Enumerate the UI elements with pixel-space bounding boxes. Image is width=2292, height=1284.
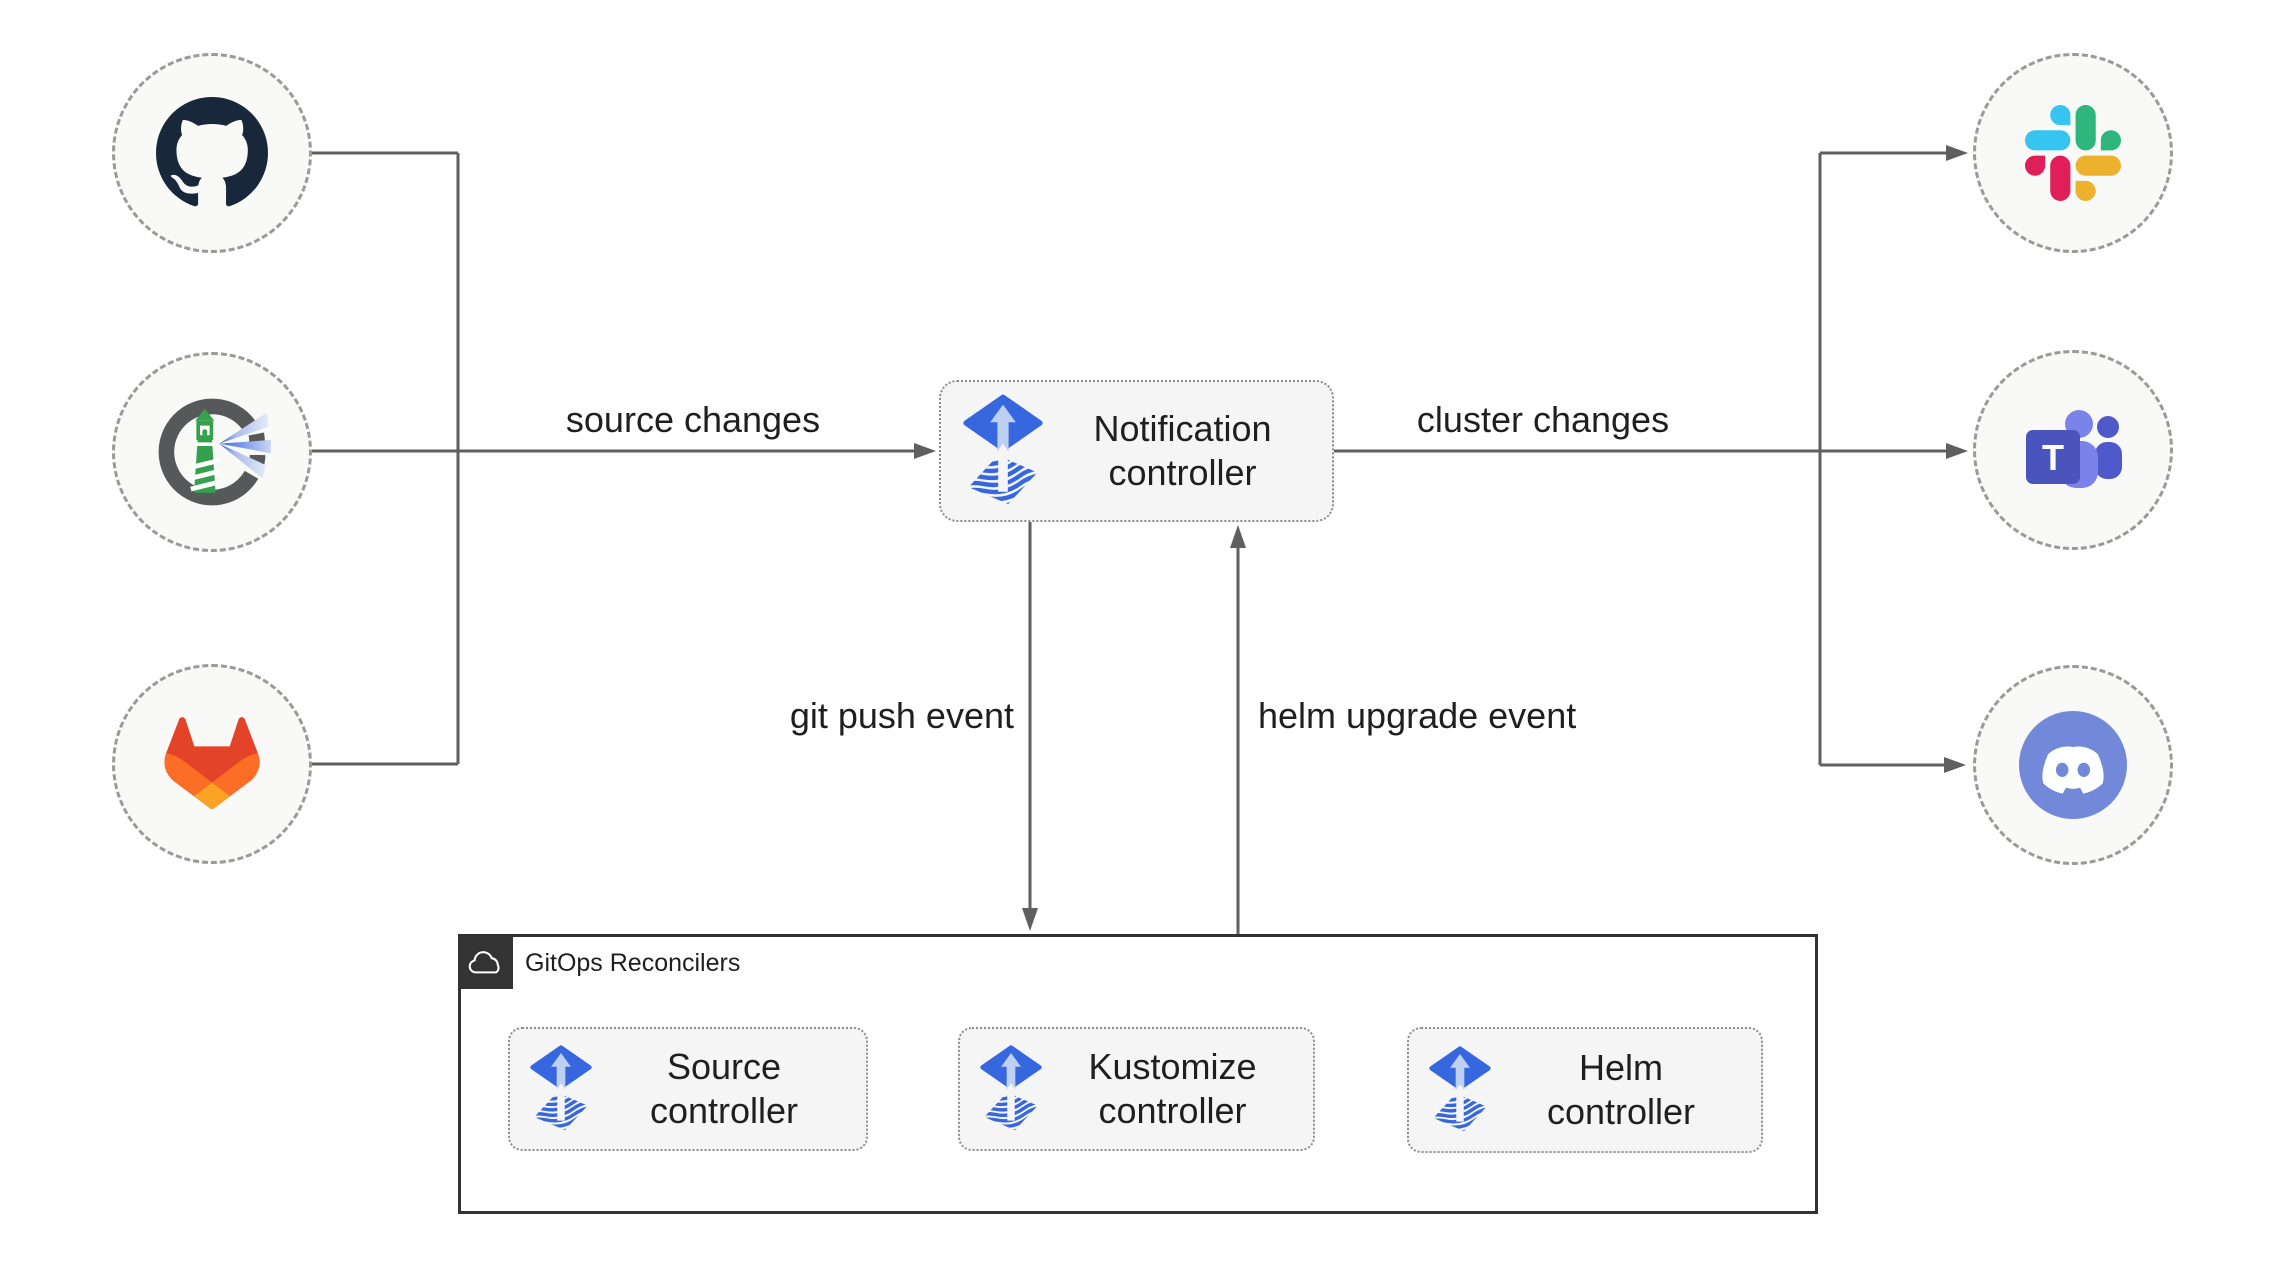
- node-slack: [1973, 53, 2173, 253]
- slack-icon: [2025, 105, 2121, 201]
- edge-label-git-push: git push event: [789, 695, 1014, 736]
- arrowhead-discord: [1944, 757, 1966, 773]
- kustomize-controller-label: Kustomize controller: [1088, 1046, 1257, 1131]
- teams-icon: T: [2026, 410, 2122, 488]
- flux-icon: [980, 1045, 1042, 1133]
- arrowhead-git-push: [1022, 908, 1038, 931]
- edge-label-helm-upgrade: helm upgrade event: [1258, 695, 1577, 736]
- arrowhead-helm-upgrade: [1230, 525, 1246, 548]
- flux-icon: [963, 394, 1043, 508]
- arrowhead-source-changes: [914, 443, 936, 459]
- container-header-square: [458, 934, 513, 989]
- discord-icon: [2019, 711, 2127, 819]
- node-kustomize-controller: Kustomize controller: [958, 1027, 1315, 1151]
- harbor-icon: [158, 398, 271, 506]
- node-discord: [1973, 665, 2173, 865]
- helm-controller-label: Helm controller: [1546, 1047, 1696, 1132]
- flux-icon: [530, 1045, 592, 1133]
- gitlab-icon: [164, 717, 260, 809]
- flux-icon: [1429, 1046, 1491, 1134]
- edge-label-cluster-changes: cluster changes: [1416, 399, 1670, 440]
- teams-letter: T: [2042, 437, 2064, 478]
- edge-label-source-changes: source changes: [565, 399, 821, 440]
- arrowhead-teams: [1946, 443, 1968, 459]
- node-harbor: [112, 352, 312, 552]
- github-icon: [156, 97, 268, 207]
- source-controller-label: Source controller: [649, 1046, 799, 1131]
- arrowhead-slack: [1946, 145, 1968, 161]
- node-helm-controller: Helm controller: [1407, 1027, 1763, 1153]
- container-title: GitOps Reconcilers: [525, 948, 741, 977]
- notification-controller-label: Notification controller: [1093, 408, 1272, 493]
- node-source-controller: Source controller: [508, 1027, 868, 1151]
- cloud-icon: [468, 950, 500, 973]
- node-gitlab: [112, 664, 312, 864]
- node-teams: T: [1973, 350, 2173, 550]
- node-notification-controller: Notification controller: [939, 380, 1334, 522]
- node-github: [112, 53, 312, 253]
